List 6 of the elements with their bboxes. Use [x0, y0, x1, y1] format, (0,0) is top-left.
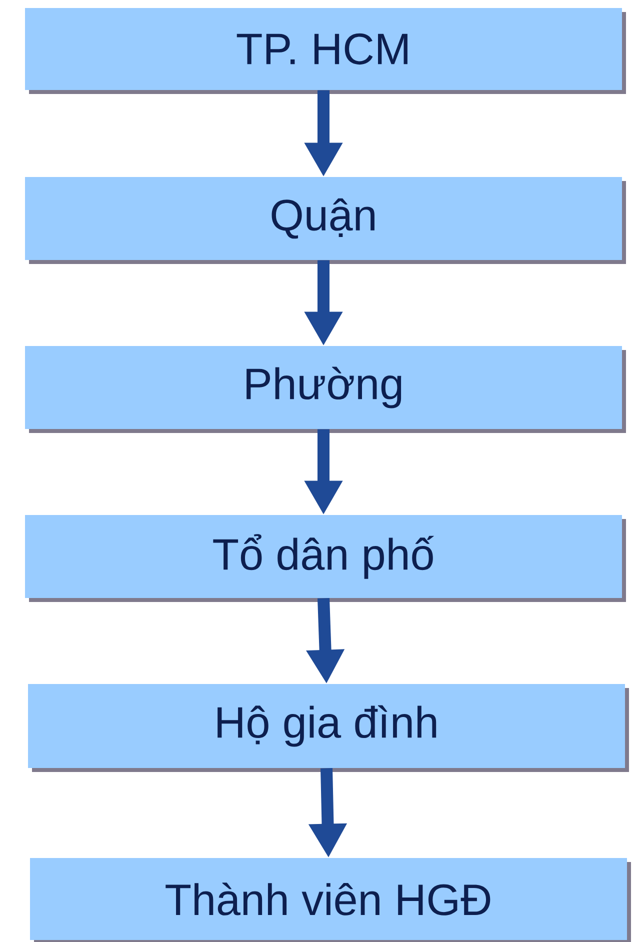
process-box: TP. HCM	[25, 8, 626, 94]
process-box: Quận	[25, 177, 626, 264]
process-box: Tổ dân phố	[25, 515, 626, 602]
process-box: Thành viên HGĐ	[30, 858, 631, 942]
process-box: Phường	[25, 346, 626, 433]
process-box: Hộ gia đình	[28, 684, 629, 772]
